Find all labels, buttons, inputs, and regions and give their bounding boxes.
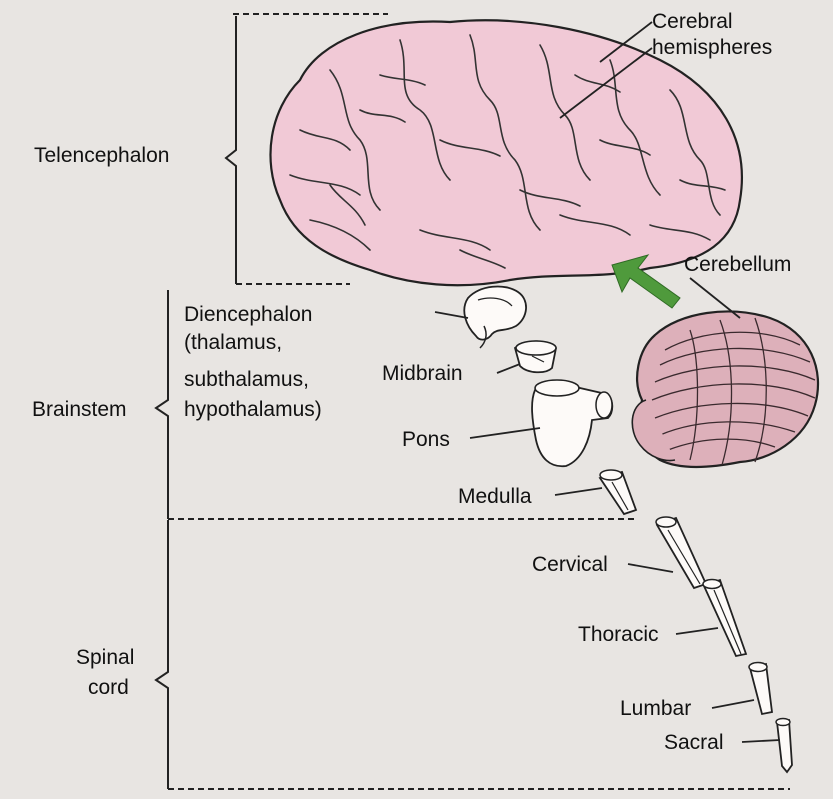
label-diencephalon-line1: Diencephalon [184, 303, 312, 327]
label-cerebral-line2: hemispheres [652, 36, 772, 60]
label-lumbar: Lumbar [620, 697, 691, 721]
lumbar-segment-drawing [749, 663, 772, 715]
label-diencephalon-line2: (thalamus, [184, 331, 282, 355]
pons-pointer [470, 428, 540, 438]
label-diencephalon-line4: hypothalamus) [184, 398, 322, 422]
label-sacral: Sacral [664, 731, 724, 755]
brainstem-bracket [156, 290, 168, 519]
label-cerebral-line1: Cerebral [652, 10, 733, 34]
sacral-segment-drawing [776, 719, 792, 773]
cerebrum-outline [270, 20, 741, 285]
label-telencephalon: Telencephalon [34, 144, 169, 168]
cerebral-hemispheres-drawing [270, 20, 741, 285]
telencephalon-bracket [226, 16, 236, 284]
diencephalon-pointer [435, 312, 468, 318]
thoracic-pointer [676, 628, 718, 634]
label-medulla: Medulla [458, 485, 532, 509]
cerebellum-drawing [632, 312, 818, 467]
thoracic-segment-drawing [703, 580, 746, 657]
label-brainstem: Brainstem [32, 398, 127, 422]
medulla-drawing [600, 470, 636, 514]
label-thoracic: Thoracic [578, 623, 659, 647]
label-cervical: Cervical [532, 553, 608, 577]
medulla-pointer [555, 488, 602, 495]
label-pons: Pons [402, 428, 450, 452]
label-cerebellum: Cerebellum [684, 253, 791, 277]
label-spinal-line1: Spinal [76, 646, 134, 670]
pons-drawing [532, 380, 612, 466]
diencephalon-drawing [464, 286, 526, 348]
label-diencephalon-line3: subthalamus, [184, 368, 309, 392]
label-spinal-line2: cord [88, 676, 129, 700]
midbrain-pointer [497, 364, 520, 373]
sacral-pointer [742, 740, 780, 742]
cervical-segment-drawing [656, 517, 706, 588]
midbrain-drawing [515, 341, 556, 372]
lumbar-pointer [712, 700, 754, 708]
spinal-cord-bracket [156, 520, 168, 789]
label-midbrain: Midbrain [382, 362, 463, 386]
cervical-pointer [628, 564, 673, 572]
